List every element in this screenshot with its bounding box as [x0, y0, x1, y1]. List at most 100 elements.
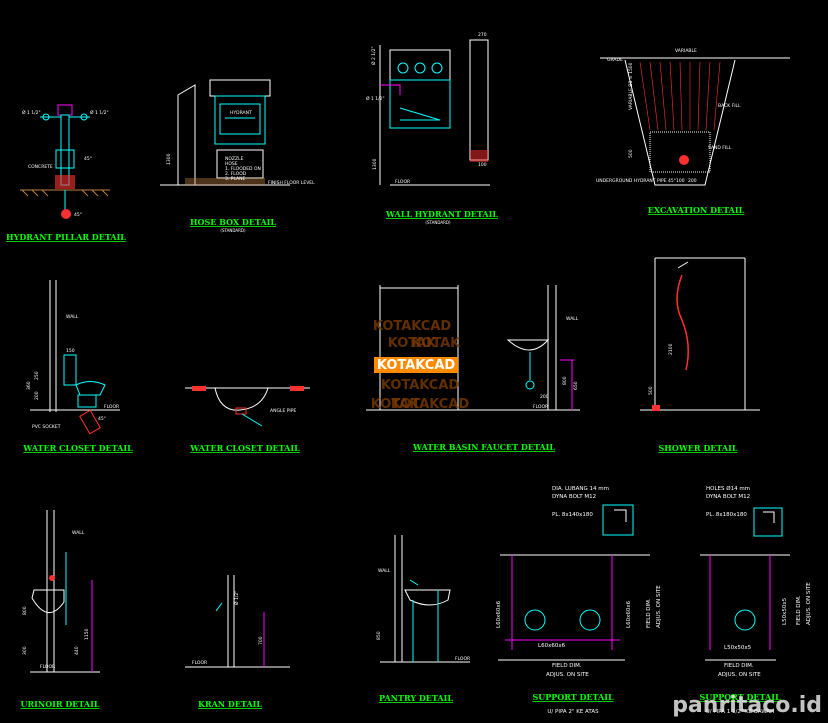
excavation-label-var-bb: VARIABLE BB = 1500 [628, 62, 634, 110]
hose-box-detail: HYDRANT NOZZLE HOSE 1. FLOODED ON 2. FLO… [160, 79, 315, 233]
support-1-label-adjust-2: ADJUS. ON SITE [656, 585, 662, 628]
wall-hydrant-detail: Ø 2 1/2" Ø 1 1/2" FLOOR 1300 270 100 WAL… [366, 32, 498, 225]
excavation-title: EXCAVATION DETAIL [648, 205, 745, 215]
hydrant-pillar-label-2: Ø 1 1/2" [90, 109, 109, 116]
support-1-label-angle-2: L60x60x6 [626, 600, 632, 628]
wall-hydrant-subtitle: (STANDARD) [425, 220, 451, 225]
hydrant-pillar-label-1: Ø 1 1/2" [22, 109, 41, 116]
water-closet-2-label: ANGLE PIPE [270, 408, 296, 414]
urinoir-label-floor: FLOOR [40, 664, 55, 670]
hydrant-pillar-label-angle: 45° [84, 156, 92, 162]
support-2-label-field-2: FIELD DIM. [796, 595, 802, 625]
support-1-label-field-2: FIELD DIM. [646, 598, 652, 628]
hose-box-label-1: 1. FLOODED ON [225, 166, 261, 172]
excavation-dim: 500 [628, 149, 634, 158]
excavation-label-grade: GRADE [607, 57, 623, 63]
excavation-dim-2: 100 [676, 178, 685, 184]
wall-hydrant-dim-3: 100 [478, 162, 487, 168]
hydrant-pillar-label-angle-2: 45° [74, 212, 82, 218]
hydrant-pillar-detail: Ø 1 1/2" Ø 1 1/2" CONCRETE 45° 45° HYDRA… [6, 104, 126, 242]
hose-box-label-nozzle: NOZZLE [225, 156, 244, 162]
water-closet-1-dim-1: 150 [66, 348, 75, 354]
excavation-detail: VARIABLE GRADE VARIABLE BB = 1500 BACK F… [596, 48, 790, 215]
kran-label-pipe: Ø 1/2" [233, 591, 240, 605]
hose-box-label-2: 2. FLOOD [225, 171, 247, 177]
pantry-dim: 850 [376, 631, 382, 640]
excavation-dim-3: 200 [688, 178, 697, 184]
support-2-label-angle-2: L50x50x5 [724, 645, 752, 651]
urinoir-label-wall: WALL [72, 530, 85, 536]
water-basin-label-floor: FLOOR [533, 404, 548, 410]
support-1-label-adjust: ADJUS. ON SITE [546, 672, 589, 678]
hose-box-title: HOSE BOX DETAIL [190, 217, 276, 227]
watermark-main: KOTAKCAD [377, 358, 456, 373]
wall-hydrant-label-2: Ø 1 1/2" [366, 95, 385, 102]
water-closet-1-dim-4: 360 [26, 381, 32, 390]
water-basin-faucet-detail: WALL FLOOR 800 650 200 WATER BASIN FAUCE… [366, 285, 580, 452]
hydrant-pillar-label-concrete: CONCRETE [28, 164, 53, 170]
shower-detail: 2100 500 SHOWER DETAIL [640, 257, 760, 453]
watermark-line-4: KOTAKCAD [381, 378, 460, 393]
urinoir-dim-4: 440 [74, 646, 80, 655]
excavation-label-variable: VARIABLE [675, 48, 697, 54]
wall-hydrant-label-1: Ø 2 1/2" [370, 46, 377, 65]
watermark-line-5: KOTAKCAD [391, 397, 470, 412]
watermark-line-6: KOTAK [371, 397, 420, 412]
kran-title: KRAN DETAIL [198, 699, 262, 709]
support-1-title: SUPPORT DETAIL [532, 692, 614, 702]
wall-hydrant-label-floor: FLOOR [395, 179, 410, 185]
hose-box-label-3: 3. PLANE [225, 176, 245, 182]
water-closet-1-title: WATER CLOSET DETAIL [22, 443, 133, 453]
support-1-label-field: FIELD DIM. [552, 663, 582, 669]
water-basin-title: WATER BASIN FAUCET DETAIL [412, 442, 555, 452]
watermark-line-1: KOTAKCAD [373, 319, 452, 334]
water-closet-1-label-wall: WALL [66, 314, 79, 320]
kran-detail: Ø 1/2" FLOOR 700 KRAN DETAIL [185, 575, 290, 709]
urinoir-dim-1: 1150 [84, 628, 90, 640]
wall-hydrant-title: WALL HYDRANT DETAIL [385, 209, 498, 219]
shower-dim-1: 2100 [668, 343, 674, 355]
support-2-label-hole: HOLES Ø14 mm [706, 485, 750, 492]
water-basin-dim-2: 650 [573, 381, 579, 390]
urinoir-title: URINOIR DETAIL [21, 699, 100, 709]
kotakcad-watermark: KOTAKCAD KOTAKCAD KOTAK KOTAK KOTAKCAD K… [371, 319, 470, 412]
hose-box-label-hydrant: HYDRANT [230, 110, 252, 116]
support-2-label-adjust: ADJUS. ON SITE [718, 672, 761, 678]
support-detail-2: HOLES Ø14 mm DYNA BOLT M12 PL. 8x180x180… [699, 485, 812, 715]
wall-hydrant-dim-2: 270 [478, 32, 487, 38]
hose-box-subtitle: (STANDARD) [220, 228, 246, 233]
watermark-line-2: KOTAK [388, 336, 437, 351]
water-closet-1-label-socket: PVC SOCKET [32, 424, 61, 430]
hose-box-label-ffl: FINISH FLOOR LEVEL [268, 180, 315, 186]
watermark-line-3: KOTAK [412, 336, 461, 351]
excavation-label-backfill: BACK FILL [718, 103, 741, 109]
water-closet-detail-2: ANGLE PIPE WATER CLOSET DETAIL [185, 386, 310, 453]
water-basin-dim-3: 200 [540, 394, 549, 400]
wall-hydrant-dim-1: 1300 [372, 158, 378, 170]
support-2-label-bolt: DYNA BOLT M12 [706, 494, 750, 500]
water-closet-1-label-angle: 45° [98, 416, 106, 422]
water-closet-1-dim-3: 200 [34, 391, 40, 400]
pantry-detail: WALL FLOOR 850 PANTRY DETAIL [376, 535, 470, 703]
excavation-label-pipe: UNDERGROUND HYDRANT PIPE 45° [596, 178, 676, 184]
shower-title: SHOWER DETAIL [659, 443, 738, 453]
support-1-label-hole: DIA. LUBANG 14 mm [552, 486, 609, 492]
water-basin-label-wall: WALL [566, 316, 579, 322]
water-closet-1-label-floor: FLOOR [104, 404, 119, 410]
water-closet-2-title: WATER CLOSET DETAIL [189, 443, 300, 453]
support-2-title: SUPPORT DETAIL [699, 692, 781, 702]
support-1-label-angle-1: L60x60x6 [496, 600, 502, 628]
hose-box-dim: 1300 [166, 153, 172, 165]
support-2-label-angle-1: L50x50x5 [782, 597, 788, 625]
kran-label-floor: FLOOR [192, 660, 207, 666]
support-2-label-adjust-2: ADJUS. ON SITE [806, 582, 812, 625]
support-2-label-plate: PL. 8x180x180 [706, 512, 747, 518]
urinoir-dim-2: 800 [22, 606, 28, 615]
shower-dim-2: 500 [648, 386, 654, 395]
support-1-label-angle-3: L60x60x6 [538, 643, 566, 649]
hose-box-label-hose: HOSE [225, 161, 238, 167]
pantry-title: PANTRY DETAIL [379, 693, 453, 703]
support-2-label-field: FIELD DIM. [724, 663, 754, 669]
support-1-label-plate: PL. 8x140x180 [552, 512, 593, 518]
